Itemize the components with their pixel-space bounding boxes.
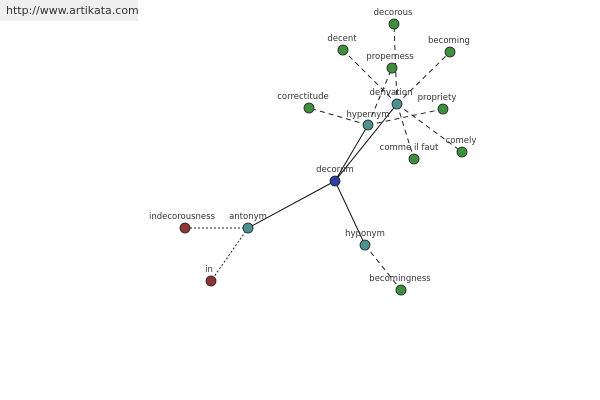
node-becoming[interactable]: [444, 46, 456, 58]
node-group-becomingness[interactable]: becomingness: [369, 274, 431, 296]
node-decorous[interactable]: [388, 18, 400, 30]
node-group-decorous[interactable]: decorous: [374, 8, 413, 30]
node-label-correctitude: correctitude: [277, 92, 328, 102]
node-correctitude[interactable]: [303, 102, 315, 114]
edge-derivation-to-comely: [396, 103, 463, 153]
node-label-comme-il-faut: comme il faut: [380, 143, 439, 153]
node-becomingness[interactable]: [395, 284, 407, 296]
node-propriety[interactable]: [437, 103, 449, 115]
node-group-hypernym[interactable]: hypernym: [346, 110, 390, 131]
node-label-antonym: antonym: [229, 212, 267, 222]
node-indecorousness[interactable]: [179, 222, 191, 234]
node-properness[interactable]: [386, 62, 398, 74]
node-label-properness: properness: [366, 52, 414, 62]
node-hypernym[interactable]: [362, 119, 374, 131]
node-layer: decorum hypernym derivation antonym hyponym d…: [149, 8, 477, 296]
node-label-in: in: [205, 265, 213, 275]
edge-decorum-to-derivation: [334, 103, 398, 182]
node-decorum[interactable]: [329, 175, 341, 187]
node-group-becoming[interactable]: becoming: [428, 36, 470, 58]
edge-decorum-to-hypernym: [334, 124, 369, 182]
node-label-indecorousness: indecorousness: [149, 212, 216, 222]
node-group-propriety[interactable]: propriety: [418, 93, 457, 115]
node-label-comely: comely: [446, 136, 477, 146]
node-antonym[interactable]: [242, 222, 254, 234]
edge-derivation-to-becoming: [396, 51, 451, 105]
node-decent[interactable]: [337, 44, 349, 56]
edge-hypernym-to-propriety: [367, 108, 444, 126]
node-group-derivation[interactable]: derivation: [369, 88, 413, 110]
node-group-comely[interactable]: comely: [446, 136, 477, 158]
node-label-decorous: decorous: [374, 8, 413, 18]
node-derivation[interactable]: [391, 98, 403, 110]
node-group-hyponym[interactable]: hyponym: [345, 229, 385, 251]
node-label-propriety: propriety: [418, 93, 457, 103]
edge-hypernym-to-correctitude: [308, 107, 369, 126]
node-label-becomingness: becomingness: [369, 274, 431, 284]
node-label-decorum: decorum: [316, 165, 354, 175]
edge-decorum-to-hyponym: [334, 180, 366, 246]
edge-antonym-to-in: [210, 227, 249, 282]
node-comely[interactable]: [456, 146, 468, 158]
node-label-hypernym: hypernym: [346, 110, 389, 120]
node-group-in[interactable]: in: [205, 265, 217, 287]
node-comme-il-faut[interactable]: [408, 153, 420, 165]
edge-hyponym-to-becomingness: [364, 244, 402, 291]
node-group-indecorousness[interactable]: indecorousness: [149, 212, 216, 234]
node-group-decorum[interactable]: decorum: [316, 165, 354, 187]
edge-decorum-to-antonym: [247, 180, 336, 229]
node-group-decent[interactable]: decent: [327, 34, 357, 56]
node-group-properness[interactable]: properness: [366, 52, 414, 74]
node-group-antonym[interactable]: antonym: [229, 212, 267, 234]
node-in[interactable]: [205, 275, 217, 287]
edge-hypernym-to-properness: [367, 67, 393, 126]
source-url-link[interactable]: http://www.artikata.com: [0, 0, 139, 21]
node-hyponym[interactable]: [359, 239, 371, 251]
node-label-hyponym: hyponym: [345, 229, 385, 239]
node-label-decent: decent: [327, 34, 357, 44]
node-group-correctitude[interactable]: correctitude: [277, 92, 329, 114]
node-group-comme-il-faut[interactable]: comme il faut: [380, 143, 439, 165]
edge-derivation-to-comme-il-faut: [396, 103, 415, 160]
edge-derivation-to-decent: [342, 49, 398, 105]
node-label-becoming: becoming: [428, 36, 470, 46]
node-label-derivation: derivation: [369, 88, 412, 98]
edge-layer: [185, 23, 463, 291]
